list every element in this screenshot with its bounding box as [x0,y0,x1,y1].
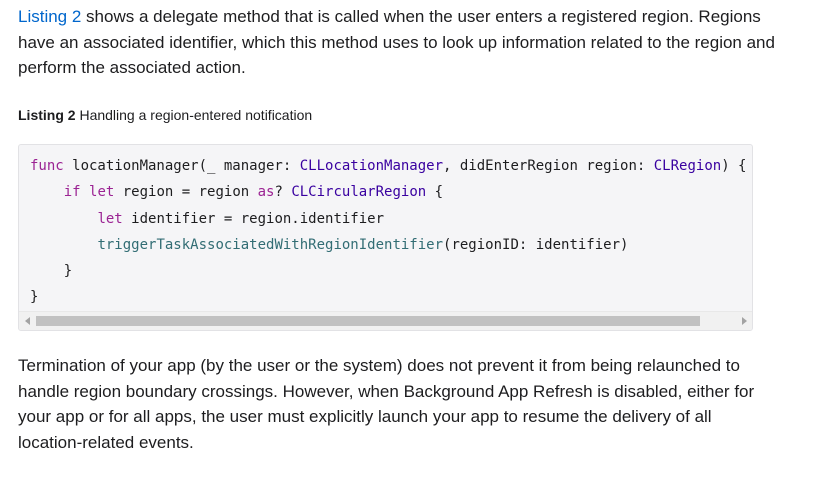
code-line: if let region = region as? CLCircularReg… [63,184,444,201]
code-viewport[interactable]: func locationManager(_ manager: CLLocati… [19,145,752,312]
code-line: } [30,263,73,280]
listing-caption: Listing 2 Handling a region-entered noti… [18,106,312,124]
caption-label: Listing 2 [18,107,76,123]
code-line: let identifier = region.identifier [97,210,385,227]
code-line: } [30,289,39,306]
triangle-left-icon [24,317,30,325]
code-block: func locationManager(_ manager: CLLocati… [19,145,752,311]
code-line: func locationManager(_ manager: CLLocati… [30,158,747,174]
code-listing[interactable]: func locationManager(_ manager: CLLocati… [18,144,753,331]
listing-2-link[interactable]: Listing 2 [18,7,82,26]
termination-paragraph: Termination of your app (by the user or … [18,356,755,452]
scroll-left-button[interactable] [19,312,36,330]
scroll-right-button[interactable] [735,312,752,330]
scrollbar-thumb[interactable] [36,316,700,326]
intro-text: shows a delegate method that is called w… [18,7,775,77]
caption-title: Handling a region-entered notification [75,107,313,123]
triangle-right-icon [741,317,747,325]
code-line: triggerTaskAssociatedWithRegionIdentifie… [97,236,629,253]
horizontal-scrollbar[interactable] [19,311,752,330]
intro-paragraph: Listing 2 shows a delegate method that i… [18,4,778,81]
